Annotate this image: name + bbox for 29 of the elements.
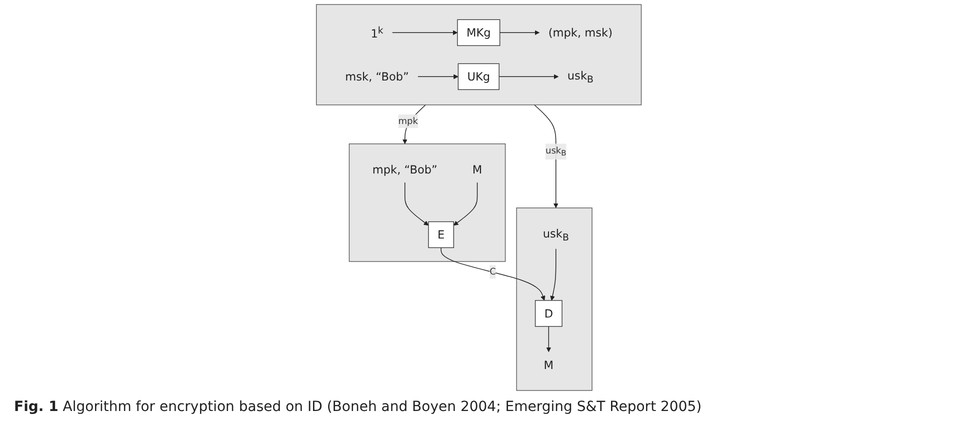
- node-text: 1$^{k}$: [370, 24, 384, 40]
- arrow: [534, 104, 559, 208]
- node-text: (mpk, msk): [548, 26, 613, 40]
- cluster: [349, 144, 506, 262]
- arrow: [392, 30, 458, 36]
- arrow: [550, 248, 556, 301]
- cluster: [316, 4, 642, 106]
- node-text: usk$_{B}$: [568, 68, 594, 85]
- cluster: [516, 208, 593, 391]
- node-text: M: [472, 162, 482, 176]
- node-text: M: [544, 358, 554, 372]
- arrow: [440, 247, 546, 301]
- arrow: [500, 30, 540, 36]
- node-box: E: [428, 221, 454, 248]
- arrow: [454, 182, 478, 226]
- node-box: MKg: [457, 19, 500, 46]
- edge-label: C: [490, 266, 496, 277]
- arrow: [498, 74, 559, 80]
- node-text: usk$_{B}$: [543, 226, 570, 243]
- arrow: [546, 326, 552, 352]
- node-box: UKg: [458, 63, 500, 90]
- edge-label: usk$_{B}$: [546, 144, 566, 158]
- figure-caption: Fig. 1 Algorithm for encryption based on ID (Boneh and Boyen 2004; Emerging S&T Report 2005): [13, 398, 703, 417]
- edge-label: mpk: [398, 116, 418, 126]
- node-box: D: [535, 300, 563, 327]
- node-text: msk, “Bob”: [345, 70, 410, 84]
- node-text: mpk, “Bob”: [372, 162, 438, 176]
- arrow: [404, 182, 429, 226]
- arrow: [418, 74, 459, 80]
